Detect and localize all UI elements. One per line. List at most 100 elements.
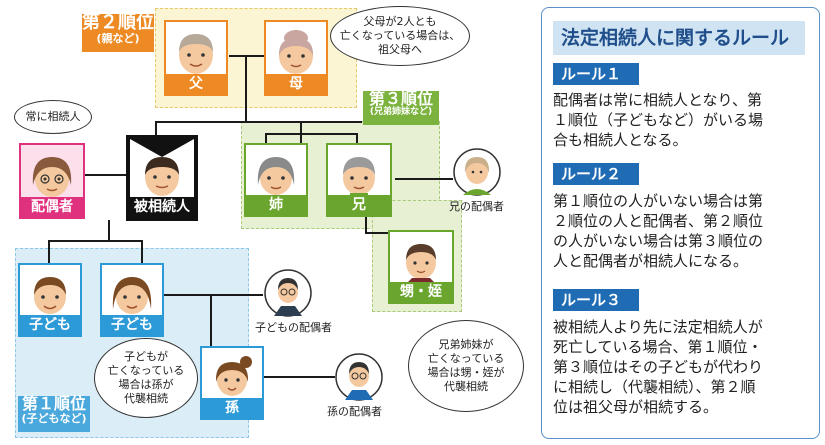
nephew-face-icon <box>404 244 438 286</box>
rule-2-line-1: 第１順位の人がいない場合は第 <box>553 192 764 210</box>
sister-card: 姉 <box>244 143 308 217</box>
rule-2-line-3: の人がいない場合は第３順位の <box>553 232 764 250</box>
parents-dead-line-3: 祖父母へ <box>378 43 422 56</box>
child-dead-line-1: 子どもが <box>124 350 168 363</box>
connector-children <box>48 240 143 242</box>
brother-card: 兄 <box>326 143 392 217</box>
rule-3-line-3: 第３順位はその子どもが代わり <box>553 358 764 376</box>
second-rank-sub: (親など) <box>96 31 140 45</box>
rule-1-line-3: 合も相続人となる。 <box>553 131 688 149</box>
child1-card: 子ども <box>18 263 82 337</box>
rule-1-head: ルール１ <box>553 63 639 85</box>
brother-spouse-face-icon <box>453 148 501 196</box>
connector-deceased-children <box>108 220 110 240</box>
connector-child-grandchild-v <box>210 294 212 346</box>
grandchild-spouse-avatar <box>334 352 384 406</box>
connector-siblings <box>265 133 358 135</box>
brother-spouse-caption: 兄の配偶者 <box>449 200 504 213</box>
connector-sister <box>265 133 267 145</box>
child1-label: 子ども <box>20 315 80 335</box>
rule-1-line-1: 配偶者は常に相続人となり、第 <box>553 91 762 109</box>
connector-spouse-deceased <box>85 174 131 176</box>
spouse-always-bubble: 常に相続人 <box>14 100 92 134</box>
rule-2-text: 第１順位の人がいない場合は第 ２順位の人と配偶者、第２順位 の人がいない場合は第… <box>553 191 809 271</box>
rule-1-line-2: １順位（子どもなど）がいる場 <box>553 111 764 129</box>
connector-child-spouse <box>163 294 263 296</box>
grandchild-spouse-face-icon <box>335 353 383 401</box>
child2-label: 子ども <box>102 315 162 335</box>
child1-face-icon <box>34 277 66 314</box>
connector-child1 <box>48 240 50 264</box>
spouse-label: 配偶者 <box>21 197 83 217</box>
rules-panel-title: 法定相続人に関するルール <box>553 21 805 55</box>
deceased-card: 被相続人 <box>126 135 198 221</box>
connector-brother-nephew <box>365 208 367 234</box>
parents-dead-bubble: 父母が2人とも 亡くなっている場合は、 祖父母へ <box>330 6 470 66</box>
spouse-face-icon <box>32 157 72 197</box>
child-dead-line-4: 代襲相続 <box>124 392 168 405</box>
spouse-always-text: 常に相続人 <box>25 110 81 123</box>
connector-brother <box>356 133 358 145</box>
sister-label: 姉 <box>246 195 306 215</box>
spouse-card: 配偶者 <box>19 143 85 219</box>
rule-2-line-2: ２順位の人と配偶者、第２順位 <box>553 212 764 230</box>
second-rank-title: 第２順位 <box>82 12 154 33</box>
father-card: 父 <box>164 20 228 96</box>
mother-card: 母 <box>264 20 328 96</box>
rule-3-line-4: に相続し（代襲相続）、第２順 <box>553 378 756 396</box>
child-spouse-caption: 子どもの配偶者 <box>255 321 332 334</box>
grandchild-face-icon <box>215 356 252 396</box>
third-rank-sub: (兄弟姉妹など) <box>369 106 433 117</box>
rule-3-text: 被相続人より先に法定相続人が 死亡している場合、第１順位・ 第３順位はその子ども… <box>553 317 809 417</box>
rule-3-line-5: 位は祖父母が相続する。 <box>553 398 719 416</box>
first-rank-sub: (子どもなど) <box>21 411 87 425</box>
connector-to-deceased <box>155 121 157 136</box>
child-dead-line-3: 場合は孫が <box>118 378 174 391</box>
siblings-dead-line-4: 代襲相続 <box>444 380 488 393</box>
grandchild-spouse-caption: 孫の配偶者 <box>327 405 382 418</box>
child-spouse-face-icon <box>264 269 312 317</box>
siblings-dead-bubble: 兄弟姉妹が 亡くなっている 場合は甥・姪が 代襲相続 <box>408 320 524 412</box>
father-face-icon <box>179 34 213 74</box>
third-rank-badge: 第３順位 (兄弟姉妹など) <box>363 89 439 125</box>
rule-3-head: ルール３ <box>553 289 639 311</box>
child2-face-icon <box>112 277 152 314</box>
brother-face-icon <box>343 157 375 199</box>
first-rank-badge: 第１順位 (子どもなど) <box>18 394 90 432</box>
parents-dead-line-1: 父母が2人とも <box>363 15 437 28</box>
mother-face-icon <box>278 30 314 74</box>
connector-nephew-h <box>365 232 389 234</box>
connector-parents-down <box>245 55 247 122</box>
connector-grandchild-spouse <box>253 376 335 378</box>
siblings-dead-line-1: 兄弟姉妹が <box>438 338 494 351</box>
grandchild-label: 孫 <box>202 398 262 418</box>
nephew-label: 甥・姪 <box>390 282 452 302</box>
rule-3-line-1: 被相続人より先に法定相続人が <box>553 318 763 336</box>
brother-label: 兄 <box>328 195 390 215</box>
child2-card: 子ども <box>100 263 164 337</box>
parents-dead-line-2: 亡くなっている場合は、 <box>339 29 461 42</box>
sister-face-icon <box>257 157 295 195</box>
siblings-dead-line-3: 場合は甥・姪が <box>427 366 505 379</box>
first-rank-title: 第１順位 <box>21 394 86 413</box>
father-label: 父 <box>166 74 226 94</box>
connector-parents <box>229 55 265 57</box>
deceased-face-icon <box>130 139 194 196</box>
deceased-label: 被相続人 <box>130 197 194 217</box>
nephew-card: 甥・姪 <box>388 230 454 304</box>
connector-brother-spouse <box>395 178 453 180</box>
mother-label: 母 <box>266 74 326 94</box>
connector-child2 <box>141 240 143 264</box>
rule-3-line-2: 死亡している場合、第１順位・ <box>553 338 763 356</box>
third-rank-title: 第３順位 <box>368 89 433 108</box>
child-dead-line-2: 亡くなっている <box>107 364 185 377</box>
rule-2-head: ルール２ <box>553 163 639 185</box>
child-dead-bubble: 子どもが 亡くなっている 場合は孫が 代襲相続 <box>94 338 198 418</box>
siblings-dead-line-2: 亡くなっている <box>427 352 505 365</box>
brother-spouse-avatar <box>452 147 502 201</box>
rule-1-text: 配偶者は常に相続人となり、第 １順位（子どもなど）がいる場 合も相続人となる。 <box>553 90 809 150</box>
second-rank-badge: 第２順位 (親など) <box>82 12 154 52</box>
child-spouse-avatar <box>263 268 313 322</box>
grandchild-card: 孫 <box>200 346 264 420</box>
rule-2-line-4: 人と配偶者が相続人になる。 <box>553 252 749 270</box>
